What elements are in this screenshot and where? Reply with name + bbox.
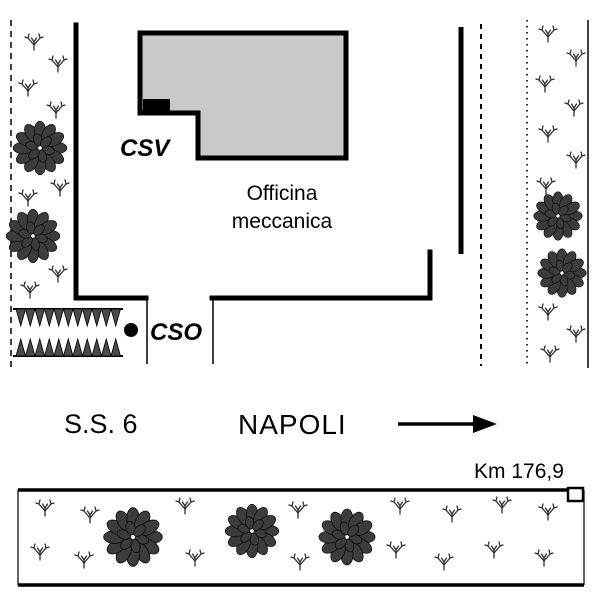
grass-icon bbox=[386, 541, 406, 559]
grass-icon bbox=[538, 25, 558, 43]
grass-icon bbox=[290, 553, 310, 571]
grass-icon bbox=[564, 99, 584, 117]
arrow-head bbox=[473, 415, 497, 433]
bush-icon bbox=[103, 507, 163, 567]
bush-icon bbox=[533, 191, 583, 241]
cso-marker-dot bbox=[124, 323, 138, 337]
road-name-label: S.S. 6 bbox=[64, 409, 138, 439]
grass-icon bbox=[80, 506, 100, 524]
grass-icon bbox=[566, 151, 586, 169]
grass-icon bbox=[540, 345, 560, 363]
building-outline bbox=[137, 30, 349, 161]
bush-icon bbox=[12, 120, 68, 176]
grass-icon bbox=[185, 549, 205, 567]
hedge bbox=[13, 307, 123, 358]
building-name-line1: Officina bbox=[247, 182, 318, 205]
hedge-row-top-teeth bbox=[15, 307, 122, 328]
workshop-building: CSV Officina meccanica bbox=[120, 30, 349, 233]
boundary-wall-right bbox=[209, 249, 433, 301]
bush-icon bbox=[5, 208, 61, 264]
cso-marker: CSO bbox=[124, 319, 202, 346]
grass-icon bbox=[442, 505, 462, 523]
road: S.S. 6 NAPOLI Km 176,9 bbox=[18, 409, 585, 503]
hedge-row-bottom-teeth bbox=[15, 337, 122, 358]
bush-icon bbox=[537, 248, 587, 298]
cso-label: CSO bbox=[150, 319, 202, 346]
property-boundary bbox=[73, 22, 433, 301]
grass-icon bbox=[538, 303, 558, 321]
right-arrow-icon bbox=[398, 415, 497, 433]
right-vegetation-strip bbox=[526, 20, 589, 368]
grass-icon bbox=[18, 189, 38, 207]
destination-label: NAPOLI bbox=[238, 409, 347, 440]
grass-icon bbox=[434, 553, 454, 571]
grass-icon bbox=[390, 497, 410, 515]
kilometer-stone-marker bbox=[566, 486, 585, 503]
driveway-gap bbox=[146, 300, 214, 364]
grass-icon bbox=[538, 503, 558, 521]
grass-icon bbox=[175, 497, 195, 515]
bottom-vegetation-strip bbox=[17, 490, 585, 587]
bush-icon bbox=[318, 508, 376, 566]
right-boundary-lines bbox=[458, 24, 482, 366]
grass-icon bbox=[484, 541, 504, 559]
grass-icon bbox=[536, 177, 556, 195]
csv-label: CSV bbox=[120, 135, 171, 162]
grass-icon bbox=[74, 551, 94, 569]
grass-icon bbox=[20, 281, 40, 299]
grass-icon bbox=[566, 49, 586, 67]
grass-icon bbox=[288, 501, 308, 519]
grass-icon bbox=[48, 55, 68, 73]
grass-icon bbox=[538, 125, 558, 143]
boundary-wall-left bbox=[73, 22, 149, 301]
grass-icon bbox=[30, 543, 50, 561]
csv-marker bbox=[143, 99, 170, 113]
grass-icon bbox=[48, 265, 68, 283]
grass-icon bbox=[566, 325, 586, 343]
grass-icon bbox=[50, 179, 70, 197]
grass-icon bbox=[24, 33, 44, 51]
grass-icon bbox=[534, 549, 554, 567]
grass-icon bbox=[35, 499, 55, 517]
grass-icon bbox=[46, 101, 66, 119]
bush-icon bbox=[224, 503, 280, 559]
km-label: Km 176,9 bbox=[474, 460, 564, 483]
grass-icon bbox=[535, 75, 555, 93]
grass-icon bbox=[492, 496, 512, 514]
grass-icon bbox=[18, 79, 38, 97]
building-name-line2: meccanica bbox=[232, 210, 333, 233]
left-vegetation-strip bbox=[5, 20, 70, 372]
